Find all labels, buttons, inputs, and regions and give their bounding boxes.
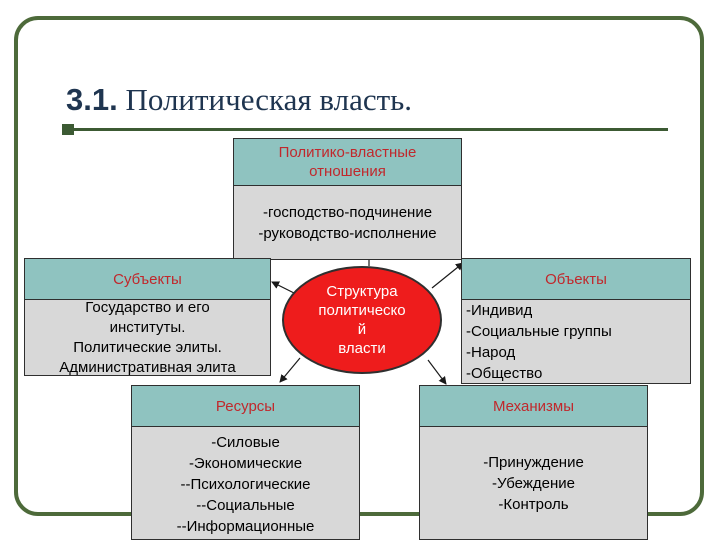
box-objects-header: Объекты — [461, 258, 691, 300]
box-relations-item: -господство-подчинение — [262, 203, 433, 221]
box-subjects-header-line: Субъекты — [113, 270, 182, 288]
box-relations-header-line: Политико-властные — [278, 144, 417, 161]
box-objects-header-line: Объекты — [545, 270, 607, 288]
box-relations-body: -господство-подчинение -руководство-испо… — [233, 185, 462, 260]
box-objects: Объекты -Индивид -Социальные группы -Нар… — [461, 258, 691, 384]
box-relations-item: -руководство-исполнение — [258, 224, 437, 242]
structure-ellipse-line: Структура — [326, 283, 398, 300]
box-subjects-body: Государство и его институты. Политически… — [24, 299, 271, 376]
box-resources-item: -Экономические — [188, 455, 303, 472]
box-mechanisms-body: -Принуждение -Убеждение -Контроль — [419, 426, 648, 540]
box-resources-body: -Силовые -Экономические --Психологически… — [131, 426, 360, 540]
box-resources-item: --Социальные — [196, 497, 295, 514]
box-subjects-item: Государство и его — [85, 299, 210, 316]
box-subjects-header: Субъекты — [24, 258, 271, 300]
slide-title: 3.1. Политическая власть. — [66, 84, 412, 115]
box-resources-item: -Силовые — [211, 434, 280, 451]
structure-ellipse-line: политическо — [318, 302, 406, 319]
box-objects-item: -Народ — [466, 343, 516, 361]
structure-ellipse-line: власти — [338, 340, 386, 357]
box-relations-header-line: отношения — [309, 163, 386, 180]
box-mechanisms-item: -Принуждение — [483, 453, 584, 471]
arrow-to-bottom-right — [427, 359, 447, 385]
title-text: Политическая власть. — [125, 82, 413, 117]
structure-ellipse: Структура политическо й власти — [282, 266, 442, 374]
box-mechanisms-item: -Контроль — [498, 495, 569, 513]
box-subjects-item: Политические элиты. — [73, 338, 222, 356]
arrow-to-right — [431, 262, 464, 289]
box-mechanisms-header: Механизмы — [419, 385, 648, 427]
box-resources-header: Ресурсы — [131, 385, 360, 427]
title-number: 3.1. — [66, 82, 118, 117]
box-mechanisms-item: -Убеждение — [492, 474, 575, 492]
title-rule-marker — [62, 124, 74, 135]
box-objects-body: -Индивид -Социальные группы -Народ -Обще… — [461, 299, 691, 384]
box-subjects: Субъекты Государство и его институты. По… — [24, 258, 271, 376]
box-mechanisms: Механизмы -Принуждение -Убеждение -Контр… — [419, 385, 648, 540]
box-resources-header-line: Ресурсы — [215, 397, 276, 415]
box-mechanisms-header-line: Механизмы — [493, 397, 574, 415]
arrow-to-bottom-left — [279, 357, 301, 383]
box-objects-item: -Общество — [466, 364, 543, 382]
box-objects-item: -Индивид — [466, 301, 533, 319]
title-underline — [62, 128, 668, 131]
box-resources-item: --Информационные — [176, 518, 315, 535]
box-resources-item: --Психологические — [180, 476, 311, 493]
box-resources: Ресурсы -Силовые -Экономические --Психол… — [131, 385, 360, 540]
structure-ellipse-line: й — [357, 321, 367, 338]
box-subjects-item: институты. — [109, 318, 186, 336]
box-relations: Политико-властные отношения -господство-… — [233, 138, 462, 260]
box-subjects-item: Административная элита — [59, 358, 236, 376]
box-objects-item: -Социальные группы — [466, 322, 612, 340]
box-relations-header: Политико-властные отношения — [233, 138, 462, 186]
